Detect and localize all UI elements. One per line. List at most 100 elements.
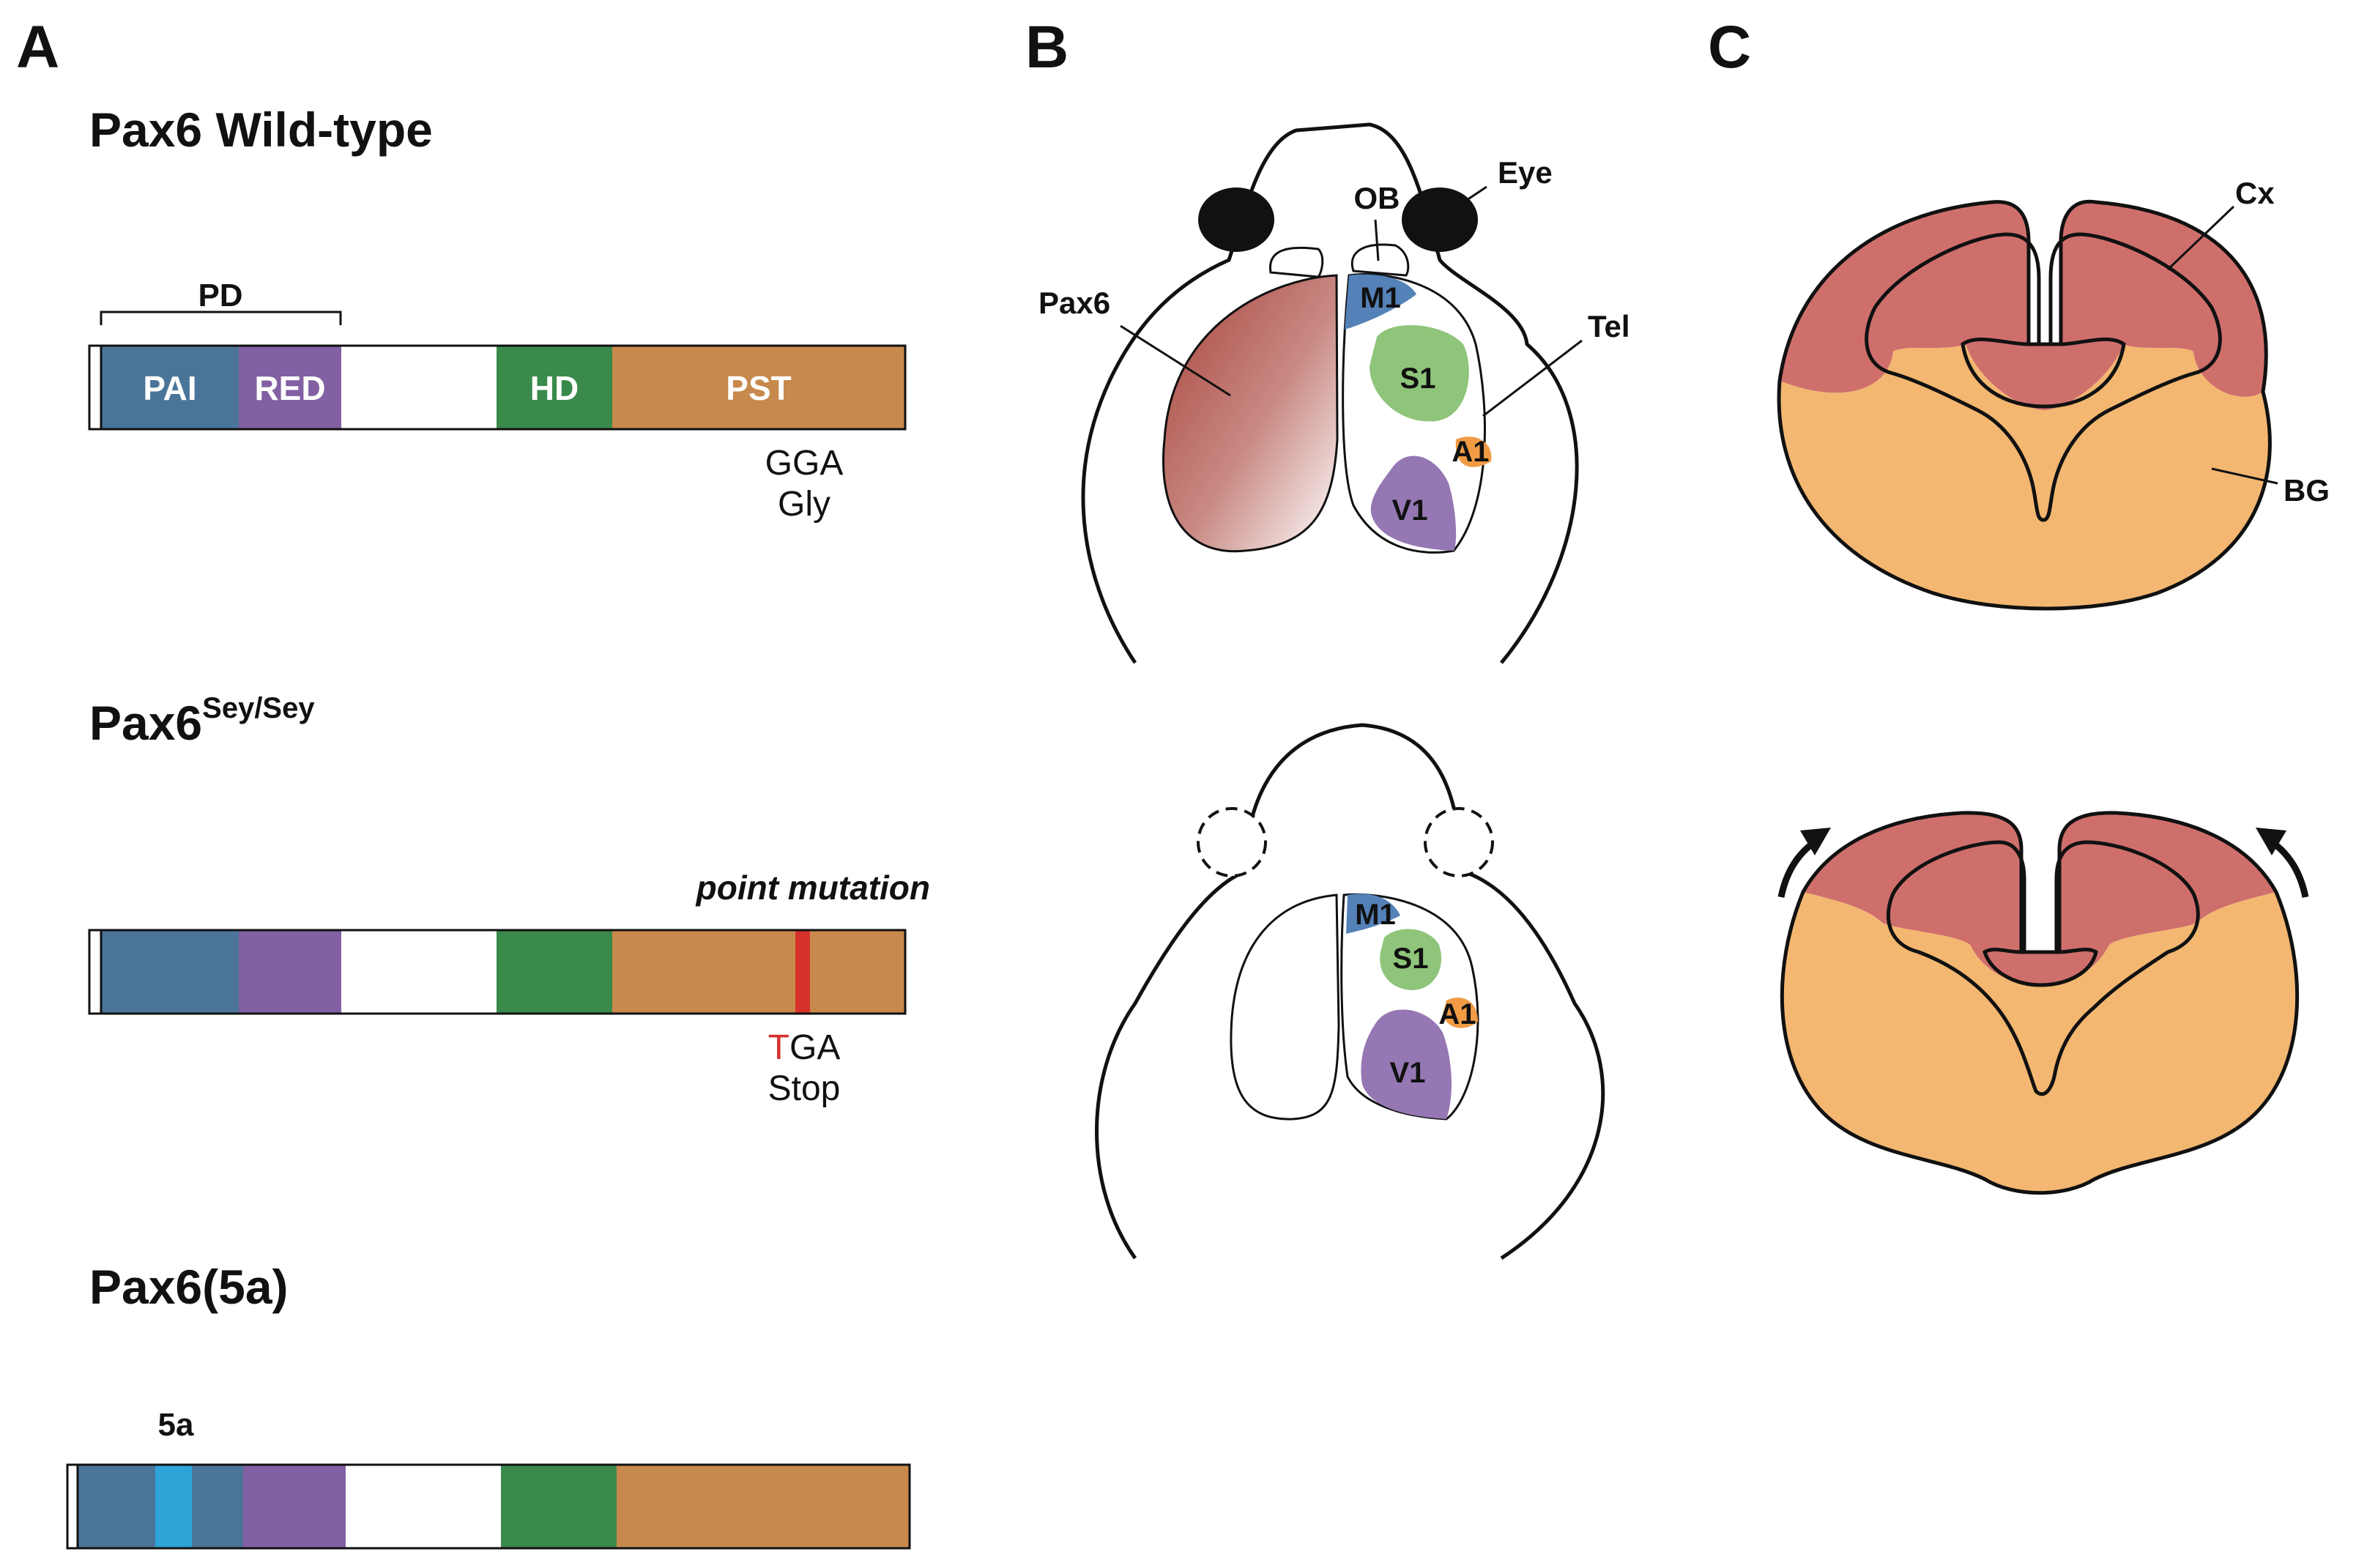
pd-bracket (100, 311, 342, 325)
mutant-head (1095, 723, 1605, 1260)
pai-segment-a (78, 1465, 155, 1548)
red-segment (239, 346, 341, 429)
hd-segment (501, 1465, 617, 1548)
m1-area-mutant (1346, 893, 1400, 934)
cx-label: Cx (2235, 176, 2275, 210)
tel-leader (1482, 339, 1583, 417)
fivea-title: Pax6(5a) (89, 1260, 289, 1314)
pai-segment (101, 930, 239, 1014)
linker-segment (341, 930, 497, 1014)
sey-result: Stop (768, 1069, 841, 1108)
v1-label-mutant: V1 (1390, 1057, 1426, 1089)
s1-area (1370, 324, 1469, 422)
pax6-label: Pax6 (1038, 286, 1110, 320)
pd-label: PD (198, 278, 242, 313)
ob-right (1350, 243, 1410, 277)
a1-label: A1 (1452, 436, 1489, 468)
ventricle-mutant (1886, 840, 2200, 1096)
bg-label: BG (2283, 473, 2330, 508)
red-segment (239, 930, 341, 1014)
a1-label-mutant: A1 (1438, 998, 1476, 1030)
pai-segment (101, 346, 239, 429)
arrow-left-head-icon (1800, 828, 1831, 855)
section-outline (1777, 199, 2272, 611)
cx-leader (2166, 205, 2235, 271)
mutant-left-hemisphere (1230, 893, 1340, 1121)
cortex-region-mutant (1803, 812, 2276, 985)
mutation-marker (795, 930, 810, 1014)
hd-segment (497, 346, 612, 429)
wildtype-bar-outline (88, 344, 907, 431)
panel-b-label: B (1025, 14, 1069, 81)
bg-leader (2211, 467, 2278, 485)
wildtype-codon: GGA (765, 444, 844, 483)
s1-label: S1 (1400, 363, 1436, 395)
sey-codon-mutated-base: T (768, 1028, 789, 1067)
pax6-leader (1120, 324, 1231, 397)
section-outline-mutant (1780, 811, 2300, 1195)
red-domain-label: RED (254, 369, 325, 407)
fivea-bar (66, 1463, 911, 1550)
head-outline (1081, 122, 1579, 664)
v1-label: V1 (1392, 494, 1428, 527)
tel-label: Tel (1588, 309, 1630, 343)
linker-segment (341, 346, 497, 429)
eye-left (1198, 187, 1274, 252)
wildtype-head (1081, 122, 1583, 664)
pai-segment-b (192, 1465, 243, 1548)
exon-5a-label: 5a (158, 1407, 194, 1443)
sey-bar (88, 929, 907, 1015)
s1-label-mutant: S1 (1393, 943, 1429, 975)
sey-title-main: Pax6 (89, 696, 202, 750)
pst-segment (612, 346, 905, 429)
red-segment (243, 1465, 346, 1548)
exon-5a-segment (155, 1465, 192, 1548)
wildtype-amino-acid: Gly (778, 485, 830, 524)
panel-a-label: A (16, 14, 59, 81)
hd-label: HD (530, 369, 579, 407)
absent-eye-left (1197, 807, 1267, 877)
point-mutation-label: point mutation (695, 869, 930, 907)
basal-ganglia-region (1779, 344, 2270, 609)
m1-label: M1 (1360, 282, 1401, 314)
right-hemisphere (1342, 273, 1486, 554)
absent-eye-right (1424, 807, 1494, 877)
m1-area (1345, 274, 1416, 330)
ob-leader (1374, 219, 1380, 261)
ventricle (1865, 232, 2222, 522)
sey-bar-outline (88, 929, 907, 1015)
a1-area (1455, 436, 1492, 467)
sey-title: Pax6Sey/Sey (89, 692, 315, 750)
eye-label: Eye (1498, 155, 1553, 190)
arrow-right-head-icon (2256, 828, 2286, 855)
pst-segment (612, 930, 905, 1014)
wildtype-title: Pax6 Wild-type (89, 103, 433, 157)
ob-label: OB (1354, 181, 1400, 215)
mutant-right-hemisphere (1340, 893, 1479, 1121)
sey-codon: TGA (768, 1028, 841, 1067)
basal-ganglia-region-mutant (1782, 892, 2297, 1193)
linker-segment (346, 1465, 501, 1548)
hd-segment (497, 930, 612, 1014)
wildtype-section (1777, 199, 2278, 611)
s1-area-mutant (1380, 929, 1442, 990)
a1-area-mutant (1443, 997, 1478, 1028)
ob-left (1268, 246, 1324, 278)
pai-label: PAI (143, 369, 196, 407)
pst-label: PST (726, 369, 791, 407)
septum-mutant (1982, 947, 2098, 987)
septum (1961, 337, 2126, 409)
head-outline-mutant (1095, 723, 1605, 1260)
fivea-bar-outline (66, 1463, 911, 1550)
mutant-section (1777, 811, 2309, 1195)
v1-area-mutant (1361, 1009, 1452, 1119)
eye-right (1402, 187, 1478, 252)
m1-label-mutant: M1 (1355, 899, 1396, 931)
pax6-hemisphere (1162, 274, 1339, 553)
sey-codon-rest: GA (789, 1028, 840, 1067)
v1-area (1370, 456, 1457, 551)
wildtype-bar: PAI RED HD PST (88, 344, 907, 431)
pst-segment (617, 1465, 910, 1548)
panel-c-label: C (1708, 14, 1751, 81)
